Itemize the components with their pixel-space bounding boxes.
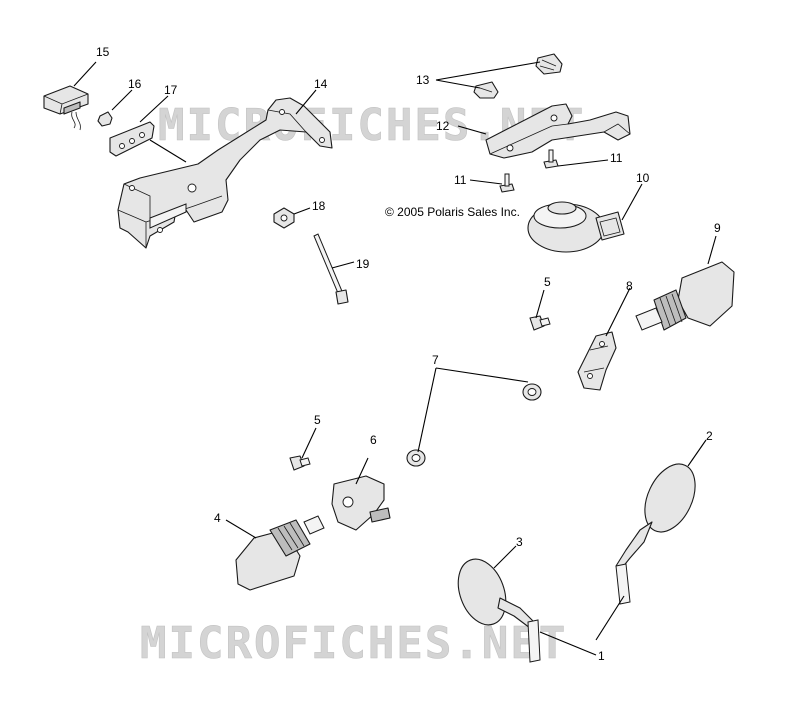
callout-7: 7 [432, 353, 439, 367]
flange-nut-part-18 [273, 207, 295, 229]
cable-tie-part-19 [313, 233, 349, 305]
horn-bracket-part-12 [485, 103, 631, 159]
grommet-part-7 [406, 383, 542, 467]
callout-8: 8 [626, 279, 633, 293]
callout-11-right: 11 [610, 151, 623, 165]
mounting-bracket-part-14 [117, 97, 333, 249]
callout-17: 17 [164, 83, 178, 97]
turn-signal-part-4 [235, 515, 325, 591]
callout-13: 13 [416, 73, 430, 87]
copyright-notice: © 2005 Polaris Sales Inc. [385, 205, 520, 219]
callout-6: 6 [370, 433, 377, 447]
callout-5-lower: 5 [314, 413, 321, 427]
watermark-bottom: MICROFICHES.NET [140, 618, 567, 669]
callout-labels: 1 2 3 4 5 5 6 7 8 9 10 11 11 12 13 14 15… [96, 45, 721, 663]
signal-bracket-part-8 [577, 331, 617, 391]
horn-part-10 [527, 201, 625, 253]
screw-part-5-lower [289, 455, 311, 471]
callout-12: 12 [436, 119, 450, 133]
callout-15: 15 [96, 45, 110, 59]
callout-4: 4 [214, 511, 221, 525]
callout-14: 14 [314, 77, 328, 91]
signal-bracket-part-6 [331, 475, 391, 531]
callout-3: 3 [516, 535, 523, 549]
bolt-part-11-b [499, 173, 515, 193]
callout-10: 10 [636, 171, 650, 185]
mirror-part-3 [457, 558, 541, 663]
callout-19: 19 [356, 257, 370, 271]
clip-part-13 [473, 53, 563, 99]
leader-lines [73, 61, 717, 656]
callout-11-left: 11 [454, 173, 467, 187]
license-light-part-15 [43, 85, 89, 131]
callout-2: 2 [706, 429, 713, 443]
callout-18: 18 [312, 199, 326, 213]
callout-5-upper: 5 [544, 275, 551, 289]
screw-part-5-upper [529, 315, 551, 331]
bolt-part-11-a [543, 149, 559, 169]
watermark-top: MICROFICHES.NET [158, 100, 585, 151]
plate-part-17 [109, 121, 155, 157]
callout-16: 16 [128, 77, 142, 91]
callout-9: 9 [714, 221, 721, 235]
callout-1: 1 [598, 649, 605, 663]
mirror-part-2 [615, 463, 696, 605]
nut-part-16 [97, 111, 113, 127]
turn-signal-part-9 [635, 261, 735, 331]
